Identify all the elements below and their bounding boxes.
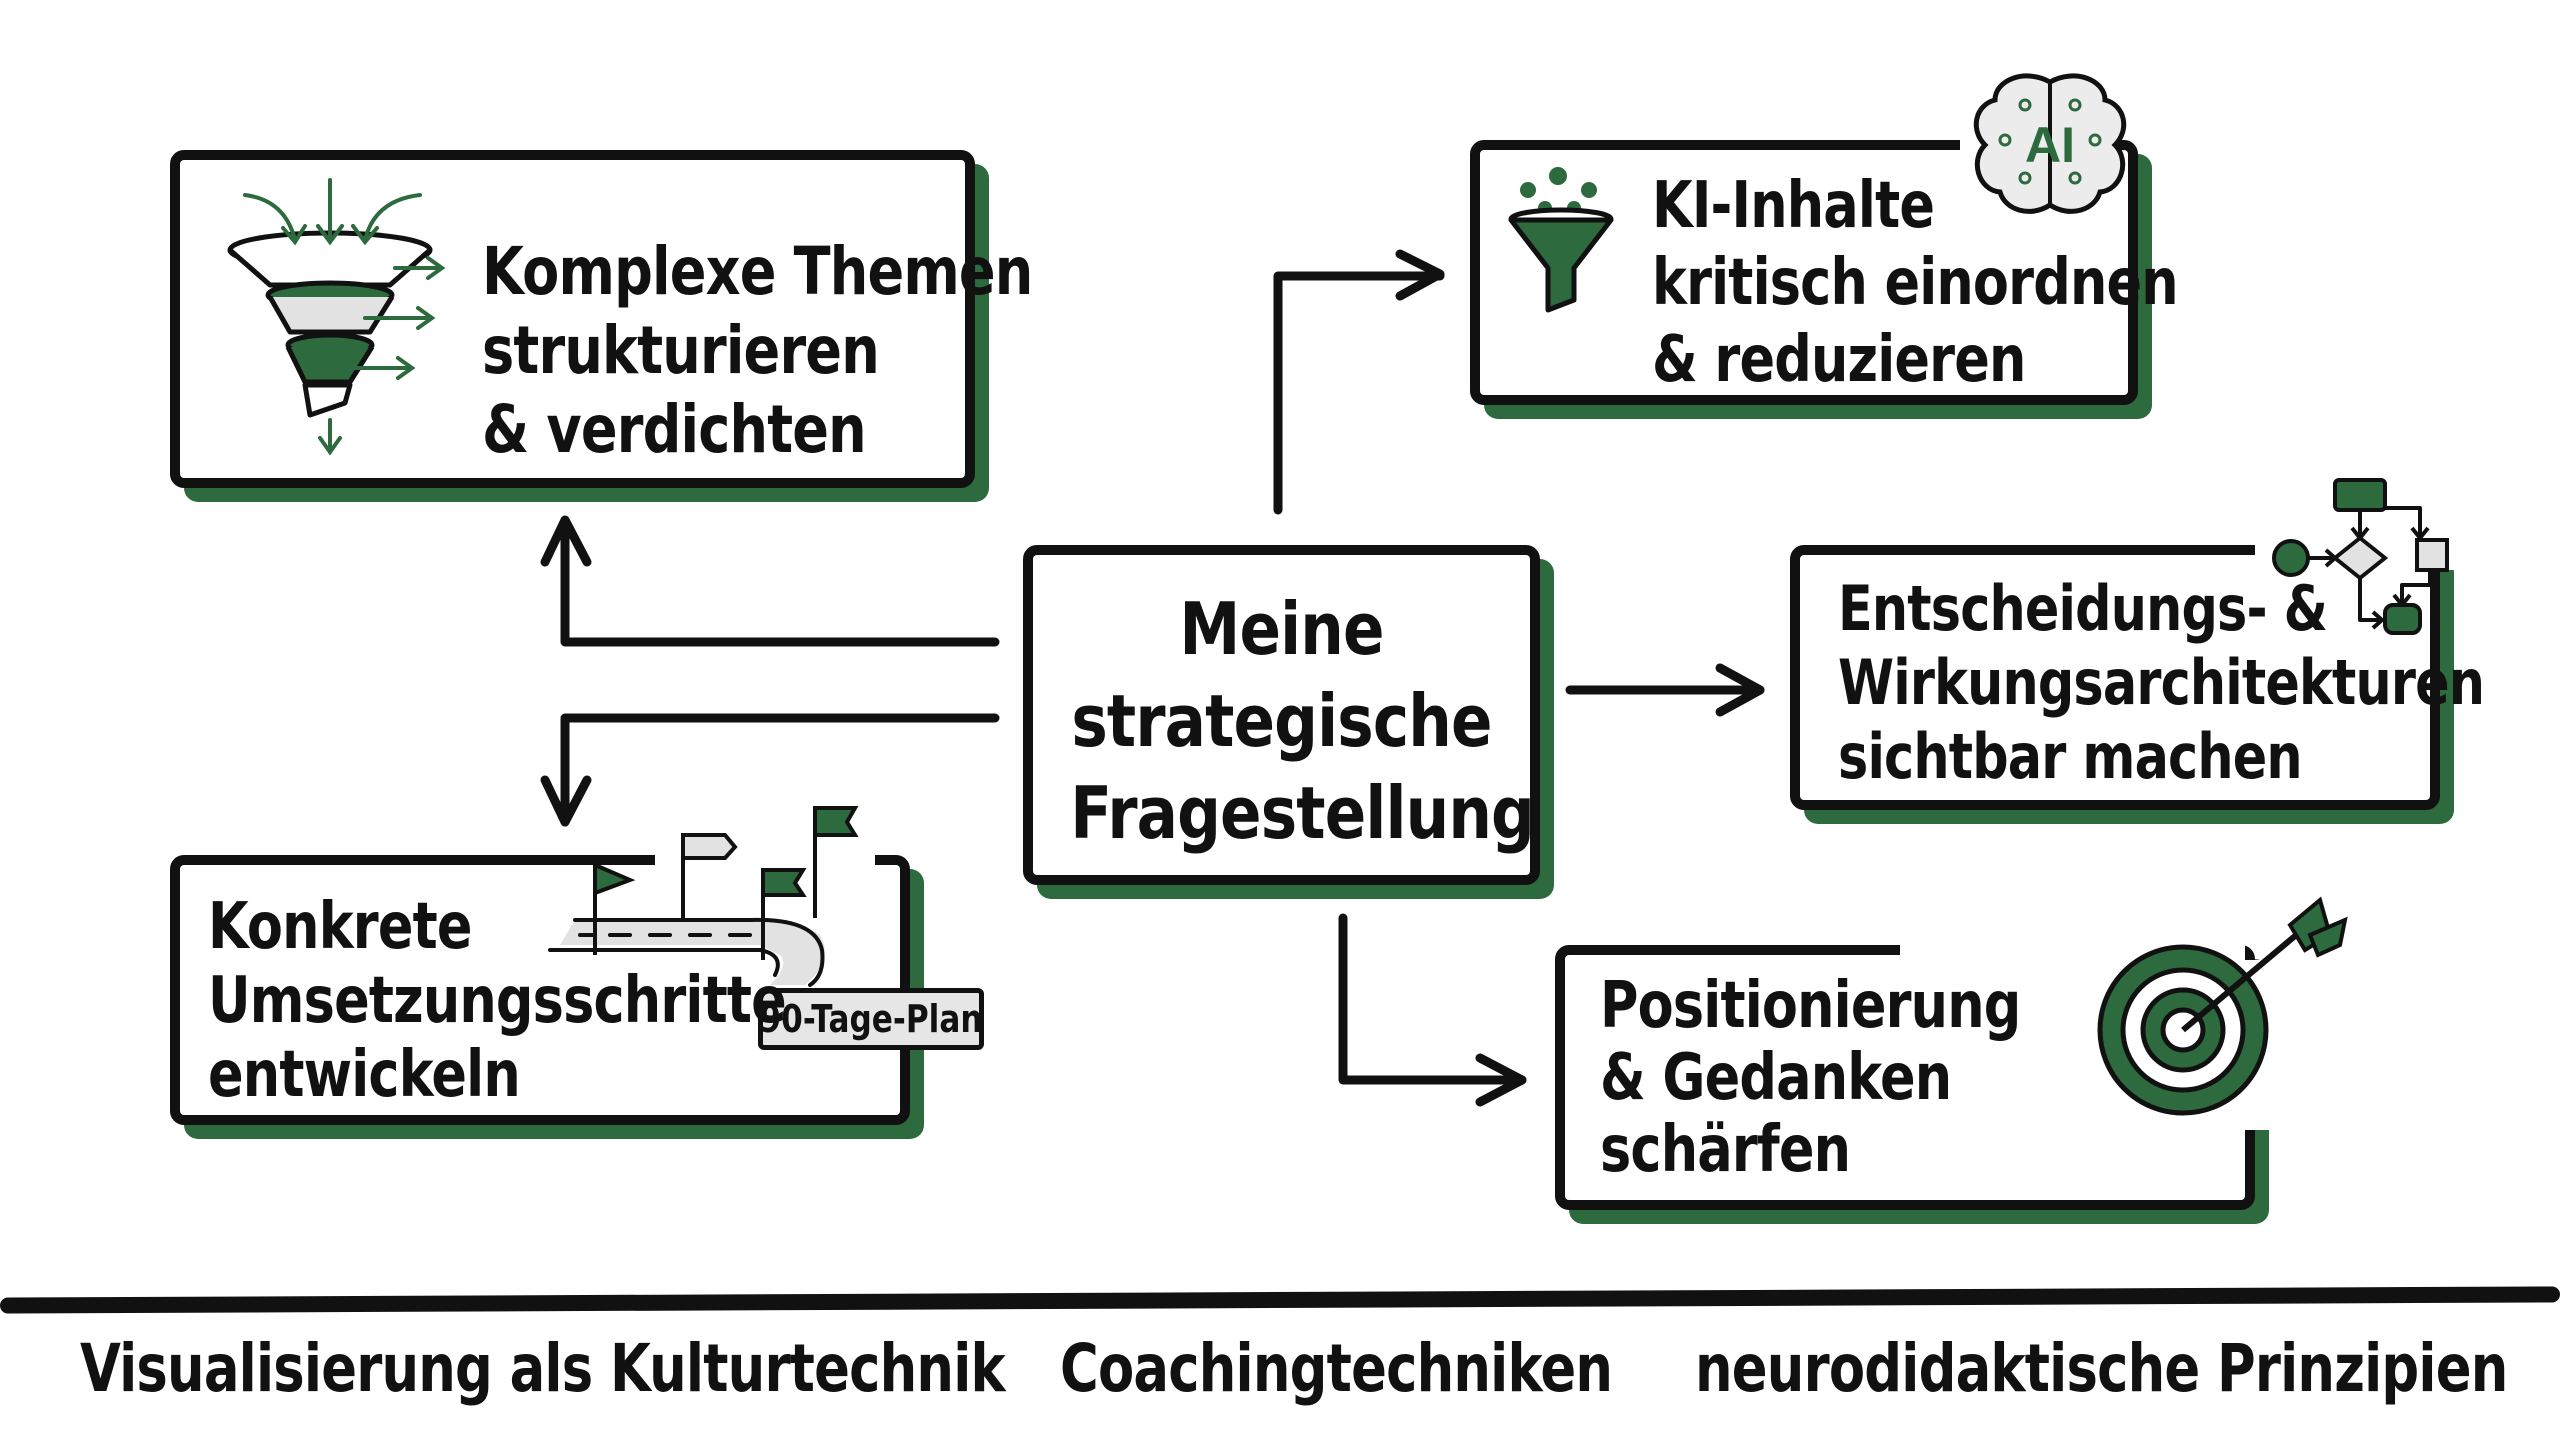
arrow-to-implementation [560, 713, 1000, 827]
node-architecture [1790, 545, 2440, 810]
center-question: Meine strategische Fragestellung [1023, 545, 1540, 885]
arrow-to-positioning [1338, 913, 1527, 1085]
arrow-to-structure-head [540, 515, 592, 567]
footer-label-coaching: Coachingtechniken [1060, 1330, 1613, 1407]
node-implementation-text: Konkrete Umsetzungsschritte entwickeln [208, 890, 787, 1112]
footer-divider [0, 1286, 2560, 1314]
node-positioning-text: Positionierung & Gedanken schärfen [1600, 969, 2021, 1187]
box-gap-mask [1900, 930, 2245, 970]
box-gap-mask [1960, 128, 2070, 152]
arrow-to-architecture-head [1715, 663, 1765, 717]
plan-tag: 90-Tage-Plan [758, 988, 984, 1050]
node-structure-text: Komplexe Themen strukturieren & verdicht… [482, 233, 1033, 469]
arrow-to-ai [1273, 271, 1445, 515]
center-question-text: Meine strategische Fragestellung [1070, 587, 1535, 855]
arrow-to-positioning-head [1475, 1053, 1527, 1107]
footer-label-visualisierung: Visualisierung als Kulturtechnik [80, 1330, 1006, 1407]
arrow-to-implementation-head [540, 775, 592, 827]
arrow-to-ai-head [1395, 249, 1445, 301]
node-architecture-text: Entscheidungs- & Wirkungsarchitekturen s… [1838, 572, 2485, 793]
footer-label-neurodidaktik: neurodidaktische Prinzipien [1695, 1330, 2508, 1407]
node-structure [170, 150, 975, 488]
box-gap-mask [2230, 960, 2270, 1130]
arrow-to-structure [560, 517, 1000, 647]
box-gap-mask [655, 840, 875, 880]
node-ai-text: KI-Inhalte kritisch einordnen & reduzier… [1652, 169, 2179, 397]
box-gap-mask [2255, 530, 2455, 570]
